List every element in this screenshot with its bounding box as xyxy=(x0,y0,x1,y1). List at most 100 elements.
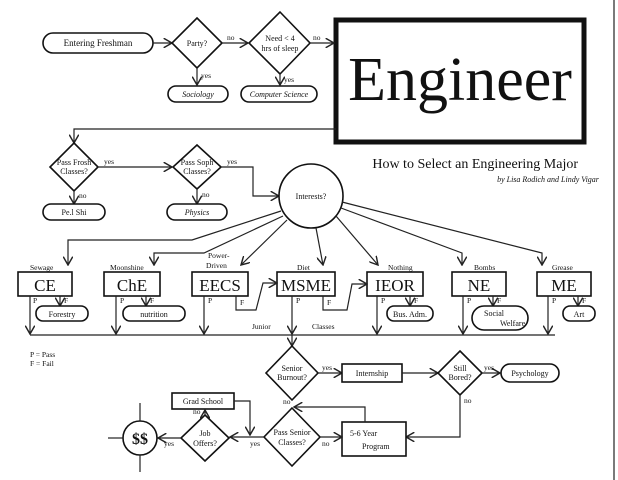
svg-text:Power-: Power- xyxy=(208,251,230,260)
legend: P = Pass F = Fail xyxy=(30,350,55,368)
svg-text:Classes: Classes xyxy=(312,322,335,331)
svg-text:no: no xyxy=(313,33,321,42)
major-ieor: Nothing IEOR xyxy=(366,263,424,297)
svg-text:F = Fail: F = Fail xyxy=(30,359,54,368)
svg-text:hrs of sleep: hrs of sleep xyxy=(262,44,299,53)
svg-text:Art: Art xyxy=(574,310,585,319)
outcome-grad-school: Grad School xyxy=(171,392,235,410)
svg-text:Still: Still xyxy=(453,364,467,373)
svg-text:Entering Freshman: Entering Freshman xyxy=(64,38,133,48)
svg-text:P: P xyxy=(208,296,212,305)
decision-party: Party? xyxy=(170,16,224,70)
svg-text:P = Pass: P = Pass xyxy=(30,350,55,359)
svg-text:P: P xyxy=(467,296,471,305)
svg-text:P: P xyxy=(552,296,556,305)
outcome-nutrition: nutrition xyxy=(122,305,186,322)
svg-text:F: F xyxy=(497,296,501,305)
svg-text:no: no xyxy=(202,190,210,199)
outcome-psychology: Psychology xyxy=(500,363,560,383)
svg-text:Classes?: Classes? xyxy=(60,167,88,176)
decision-job-offers: Job Offers? xyxy=(179,413,231,463)
svg-text:MSME: MSME xyxy=(281,276,331,295)
svg-text:nutrition: nutrition xyxy=(140,310,168,319)
svg-text:Sociology: Sociology xyxy=(182,90,214,99)
svg-text:Forestry: Forestry xyxy=(49,310,76,319)
svg-text:F: F xyxy=(64,296,68,305)
svg-text:Junior: Junior xyxy=(252,322,271,331)
major-ne: Bombs NE xyxy=(451,263,507,297)
svg-text:no: no xyxy=(227,33,235,42)
svg-text:5-6 Year: 5-6 Year xyxy=(350,429,377,438)
svg-text:ChE: ChE xyxy=(117,276,147,295)
svg-text:F: F xyxy=(327,298,331,307)
outcome-art: Art xyxy=(562,305,596,322)
svg-text:F: F xyxy=(582,296,586,305)
major-ce: Sewage CE xyxy=(17,263,73,297)
svg-text:no: no xyxy=(283,397,291,406)
decision-pass-soph: Pass Soph Classes? xyxy=(171,143,223,191)
outcome-computer-science: Computer Science xyxy=(240,85,318,103)
svg-text:Senior: Senior xyxy=(282,364,303,373)
svg-text:Computer Science: Computer Science xyxy=(250,90,309,99)
svg-text:ME: ME xyxy=(551,276,577,295)
svg-text:no: no xyxy=(464,396,472,405)
decision-pass-senior: Pass Senior Classes? xyxy=(262,406,322,468)
svg-text:Classes?: Classes? xyxy=(278,438,306,447)
svg-text:Pass Frosh: Pass Frosh xyxy=(57,158,91,167)
major-eecs: Power- Driven EECS xyxy=(191,251,249,297)
svg-text:EECS: EECS xyxy=(199,276,241,295)
svg-text:yes: yes xyxy=(284,75,294,84)
svg-text:yes: yes xyxy=(484,363,494,372)
svg-text:Party?: Party? xyxy=(187,39,208,48)
svg-text:Grease: Grease xyxy=(552,263,573,272)
svg-text:yes: yes xyxy=(250,439,260,448)
major-che: Moonshine ChE xyxy=(103,263,161,297)
svg-text:no: no xyxy=(79,191,87,200)
svg-text:Classes?: Classes? xyxy=(183,167,211,176)
svg-text:Burnout?: Burnout? xyxy=(277,373,307,382)
subtitle: How to Select an Engineering Major xyxy=(372,157,578,172)
svg-text:no: no xyxy=(193,407,201,416)
outcome-sociology: Sociology xyxy=(167,85,229,103)
svg-text:Pass Soph: Pass Soph xyxy=(181,158,214,167)
svg-text:yes: yes xyxy=(104,157,114,166)
svg-text:F: F xyxy=(240,298,244,307)
outcome-bus-adm: Bus. Adm. xyxy=(386,305,434,322)
title-text: Engineer xyxy=(348,46,572,114)
svg-text:Bus. Adm.: Bus. Adm. xyxy=(393,310,427,319)
outcome-physics: Physics xyxy=(166,203,228,221)
outcome-money: $$ xyxy=(108,403,158,472)
svg-text:NE: NE xyxy=(468,276,491,295)
svg-text:Diet: Diet xyxy=(297,263,311,272)
start-node: Entering Freshman xyxy=(42,32,154,54)
decision-still-bored: Still Bored? xyxy=(436,349,484,397)
outcome-pe-shi: Pe.l Shi xyxy=(42,203,106,221)
svg-text:Pe.l Shi: Pe.l Shi xyxy=(62,208,88,217)
title-box: Engineer xyxy=(333,17,587,145)
svg-text:Program: Program xyxy=(362,442,390,451)
major-me: Grease ME xyxy=(536,263,592,297)
decision-senior-burnout: Senior Burnout? xyxy=(264,344,320,402)
svg-text:Physics: Physics xyxy=(184,208,209,217)
svg-text:Internship: Internship xyxy=(356,369,388,378)
outcome-five-six-year-program: 5-6 Year Program xyxy=(341,421,407,457)
svg-text:Pass Senior: Pass Senior xyxy=(273,428,310,437)
svg-text:$$: $$ xyxy=(132,431,148,448)
svg-text:Psychology: Psychology xyxy=(511,369,548,378)
svg-text:P: P xyxy=(296,296,300,305)
svg-text:Interests?: Interests? xyxy=(296,192,327,201)
svg-text:Job: Job xyxy=(199,429,210,438)
outcome-social-welfare: Social Welfare xyxy=(471,305,529,331)
svg-text:Social: Social xyxy=(484,309,505,318)
decision-pass-frosh: Pass Frosh Classes? xyxy=(48,141,100,193)
outcome-forestry: Forestry xyxy=(35,305,89,322)
svg-text:F: F xyxy=(414,296,418,305)
svg-text:Bored?: Bored? xyxy=(448,373,472,382)
svg-text:F: F xyxy=(150,296,154,305)
svg-text:CE: CE xyxy=(34,276,56,295)
decision-sleep: Need < 4 hrs of sleep xyxy=(247,10,312,76)
svg-text:P: P xyxy=(381,296,385,305)
major-msme: Diet MSME xyxy=(276,263,336,297)
svg-text:Offers?: Offers? xyxy=(193,439,217,448)
svg-text:yes: yes xyxy=(322,363,332,372)
